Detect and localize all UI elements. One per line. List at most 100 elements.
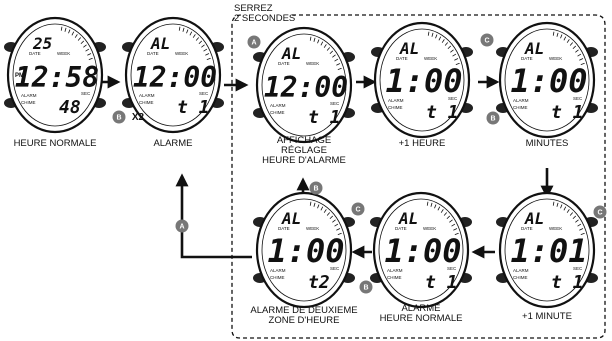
date-label: DATE [147,51,159,56]
badge-c-icon [351,202,365,216]
svg-text:B: B [313,186,318,193]
watch-top-text: AL [150,34,170,53]
watch-bezel [379,28,465,132]
sec-label: SEC [199,91,209,96]
watch-bezel [504,198,590,302]
svg-text:C: C [355,207,360,214]
watch-top-text: AL [398,209,418,228]
watch-case [372,191,470,309]
watch-top-text: 25 [32,34,52,53]
chime-label: CHIME [270,110,285,115]
week-label: WEEK [424,56,437,61]
alarm-label: ALARM [139,93,155,98]
watch-top-text: AL [281,44,301,63]
badge-a-icon [175,219,189,233]
watch-main-time: 1:00 [267,232,344,270]
caption-heure-normale: HEURE NORMALE [14,138,97,149]
caption-affichage: RÉGLAGE [281,145,327,156]
badges: B X2 A C B C C B B A [112,33,607,294]
caption-plus-minute: +1 MINUTE [522,311,572,322]
watch-main-time: 1:00 [385,62,462,100]
watch-bezel [130,23,216,127]
chime-label: CHIME [270,275,285,280]
chime-label: CHIME [387,275,402,280]
watch-bezel [261,33,347,137]
watch-case [498,191,596,309]
watch-case [124,16,222,134]
date-label: DATE [521,226,533,231]
watch-bottom-text: t 1 [425,272,458,293]
sec-label: SEC [330,101,340,106]
badge-c-icon [480,33,494,47]
alarm-label: ALARM [21,93,37,98]
watch-case [6,16,104,134]
week-label: WEEK [57,51,70,56]
sec-label: SEC [573,266,583,271]
watch-bottom-text: t 1 [426,102,459,123]
svg-text:B: B [116,115,121,122]
week-label: WEEK [306,226,319,231]
sec-label: SEC [448,96,458,101]
alarm-label: ALARM [270,268,286,273]
svg-text:B: B [490,116,495,123]
watch-top-text: AL [524,39,544,58]
caption-affichage: AFFICHAGE [277,135,331,146]
svg-text:C: C [484,38,489,45]
date-label: DATE [29,51,41,56]
caption-alarme-heure-normale: ALARME [401,303,440,314]
pm-label: PM [15,73,24,79]
watch-bottom-text: t2 [308,272,330,293]
header-line-1: SERREZ [234,3,273,14]
watch-case [498,21,596,139]
week-label: WEEK [423,226,436,231]
watch-bottom-text: t 1 [308,107,341,128]
watch-bottom-text: t 1 [177,97,210,118]
svg-text:A: A [179,224,184,231]
badge-b-icon [309,181,323,195]
watch-main-time: 1:00 [384,232,461,270]
badge-b-icon [486,111,500,125]
svg-text:C: C [597,210,602,217]
watch-top-text: AL [524,209,544,228]
caption-plus-heure: +1 HEURE [399,138,446,149]
svg-text:B: B [363,285,368,292]
watch-bottom-text: t 1 [551,102,584,123]
watch-main-time: 1:01 [510,232,587,270]
badge-b-icon [359,280,373,294]
sec-label: SEC [81,91,91,96]
header-line-2: 2 SECONDES [234,13,295,24]
caption-alarme-heure-normale: HEURE NORMALE [380,313,463,324]
watch-main-time: 12:00 [133,61,217,94]
caption-alarme: ALARME [153,138,192,149]
week-label: WEEK [175,51,188,56]
sec-label: SEC [330,266,340,271]
chime-label: CHIME [21,100,36,105]
week-label: WEEK [549,226,562,231]
flow-arrows [100,75,554,259]
watch-main-time: 1:00 [510,62,587,100]
sec-label: SEC [573,96,583,101]
date-label: DATE [395,226,407,231]
sec-label: SEC [447,266,457,271]
watch-main-time: 12:58 [15,61,99,94]
watch-bottom-text: t 1 [551,272,584,293]
date-label: DATE [396,56,408,61]
caption-affichage: HEURE D'ALARME [262,155,346,166]
badge-c-icon [593,205,607,219]
watch-case [255,26,353,144]
caption-alarme-zone-deux: ZONE D'HEURE [269,315,340,326]
badge-a-icon [247,35,261,49]
date-label: DATE [521,56,533,61]
date-label: DATE [278,61,290,66]
caption-alarme-zone-deux: ALARME DE DEUXIEME [250,305,357,316]
watch-case [255,191,353,309]
alarm-label: ALARM [388,98,404,103]
multiplier-label: X2 [132,112,145,123]
